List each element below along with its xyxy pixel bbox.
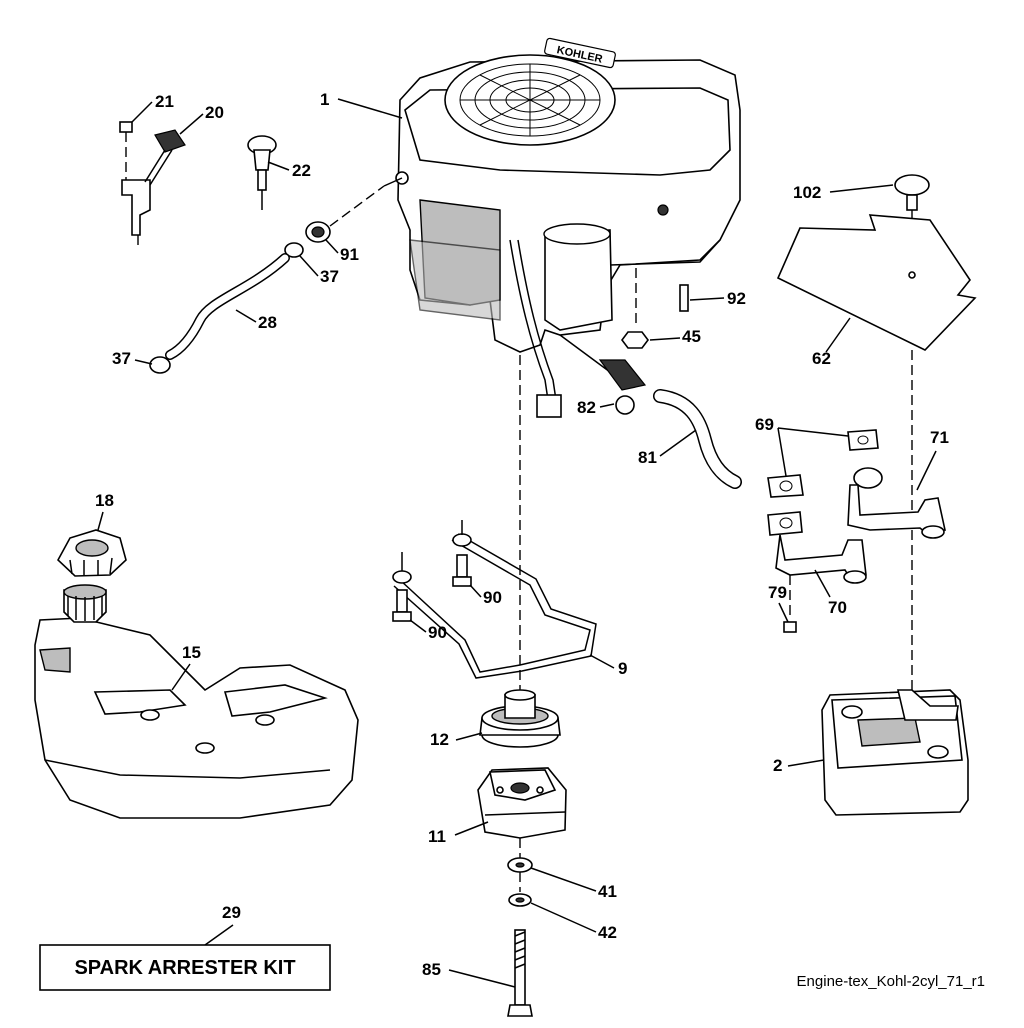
bolt-90-lower (392, 589, 412, 622)
gasket-69-b (767, 474, 804, 498)
pto-clutch-11 (477, 767, 567, 839)
bolt-92 (635, 268, 689, 325)
bolt-90-upper (452, 554, 472, 587)
callout-79: 79 (768, 583, 787, 602)
fitting-91 (305, 185, 385, 243)
exhaust-pipe-70 (767, 511, 867, 620)
washer-41 (507, 857, 533, 873)
engine-assembly: KOHLER (383, 37, 741, 418)
callout-41: 41 (598, 882, 617, 901)
callout-70: 70 (828, 598, 847, 617)
fuel-cap-18 (57, 529, 127, 577)
callout-81: 81 (638, 448, 657, 467)
callout-92: 92 (727, 289, 746, 308)
gasket-69-a (847, 429, 879, 451)
pulley-12 (479, 689, 561, 748)
callout-85: 85 (422, 960, 441, 979)
drain-hose-81 (653, 389, 742, 489)
throttle-control-20 (121, 129, 186, 250)
callout-37-upper: 37 (320, 267, 339, 286)
washer-42 (508, 893, 532, 907)
heat-shield-62 (776, 214, 977, 351)
callout-20: 20 (205, 103, 224, 122)
callout-90-lower: 90 (428, 623, 447, 642)
muffler-2 (821, 689, 969, 816)
callout-15: 15 (182, 643, 201, 662)
callout-42: 42 (598, 923, 617, 942)
callout-102: 102 (793, 183, 821, 202)
callout-28: 28 (258, 313, 277, 332)
exhaust-pipe-71 (847, 467, 946, 539)
bolt-85 (507, 929, 533, 1017)
fuel-tank-15 (34, 584, 359, 819)
callout-71: 71 (930, 428, 949, 447)
callout-91: 91 (340, 245, 359, 264)
callout-90-upper: 90 (483, 588, 502, 607)
callout-11: 11 (428, 827, 446, 846)
knob-102 (894, 174, 930, 275)
callout-22: 22 (292, 161, 311, 180)
callout-21: 21 (155, 92, 174, 111)
spark-arrester-kit-box (39, 944, 331, 991)
callout-69: 69 (755, 415, 774, 434)
hose-clamp-37-lower (149, 356, 171, 374)
bolt-79 (783, 621, 797, 633)
bolt-21 (119, 121, 133, 180)
callout-62: 62 (812, 349, 831, 368)
callout-1: 1 (320, 90, 329, 109)
spark-arrester-kit-label: SPARK ARRESTER KIT (74, 957, 295, 979)
callout-9: 9 (618, 659, 627, 678)
fuel-hose-28 (165, 253, 290, 360)
callout-2: 2 (773, 756, 782, 775)
callout-45: 45 (682, 327, 701, 346)
drain-valve-82 (598, 359, 647, 415)
callout-82: 82 (577, 398, 596, 417)
callout-37-lower: 37 (112, 349, 131, 368)
diagram-caption: Engine-tex_Kohl-2cyl_71_r1 (797, 973, 985, 990)
choke-knob-22 (247, 135, 277, 210)
nut-45 (621, 331, 649, 349)
callout-18: 18 (95, 491, 114, 510)
callout-29: 29 (222, 903, 241, 922)
callout-12: 12 (430, 730, 449, 749)
hose-clamp-37-upper (284, 242, 304, 258)
